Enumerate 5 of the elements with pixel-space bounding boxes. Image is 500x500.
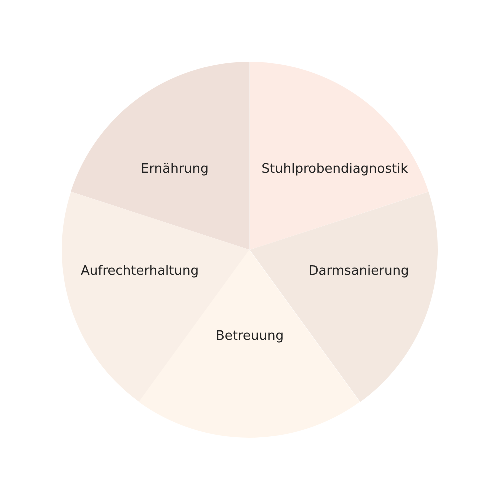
slice-label: Stuhlprobendiagnostik (262, 162, 408, 178)
slice-label: Betreuung (216, 329, 284, 345)
slice-label: Darmsanierung (308, 264, 410, 280)
slice-label: Aufrechterhaltung (81, 264, 199, 280)
slice-label: Ernährung (141, 162, 209, 178)
